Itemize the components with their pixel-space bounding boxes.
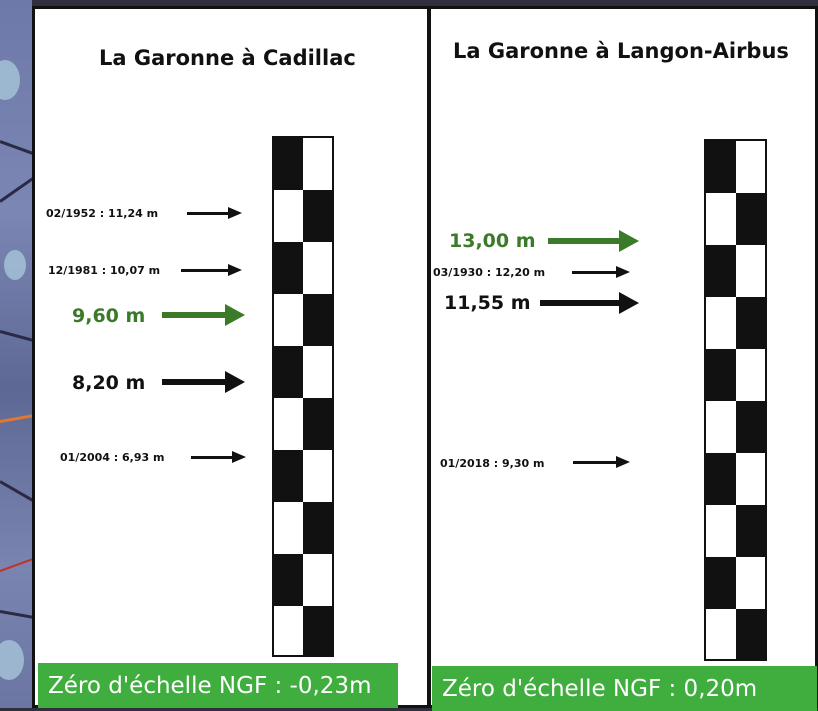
panel-title: La Garonne à Cadillac [99, 46, 356, 70]
zero-datum-bar: Zéro d'échelle NGF : 0,20m [432, 666, 817, 711]
mark-label: 01/2004 : 6,93 m [60, 451, 165, 464]
panel-langon-airbus: La Garonne à Langon-Airbus 13,00 m 03/19… [428, 6, 818, 711]
panel-cadillac: La Garonne à Cadillac 02/1952 : 11,24 m … [32, 6, 430, 708]
mark-label: 01/2018 : 9,30 m [440, 457, 545, 470]
staff-gauge [704, 139, 767, 661]
mark-label: 8,20 m [72, 372, 146, 394]
map-background [0, 0, 32, 708]
mark-label: 11,55 m [444, 292, 531, 314]
panel-title: La Garonne à Langon-Airbus [453, 39, 789, 63]
zero-datum-bar: Zéro d'échelle NGF : -0,23m [38, 663, 398, 708]
mark-label: 13,00 m [449, 230, 536, 252]
staff-gauge [272, 136, 334, 657]
mark-label: 12/1981 : 10,07 m [48, 264, 161, 277]
mark-label: 9,60 m [72, 305, 146, 327]
mark-label: 02/1952 : 11,24 m [46, 207, 159, 220]
mark-label: 03/1930 : 12,20 m [433, 266, 546, 279]
